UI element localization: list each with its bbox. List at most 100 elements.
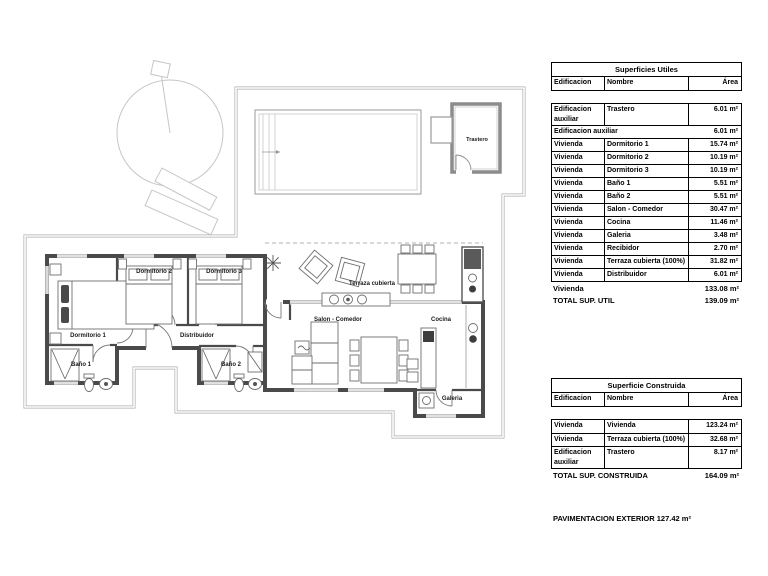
- tree-trunk-line: [160, 72, 171, 134]
- col-header-nombre: Nombre: [604, 393, 688, 407]
- room-label-distribuidor: Distribuidor: [180, 333, 215, 339]
- table-row: Vivienda Baño 1 5.51 m²: [552, 177, 741, 190]
- tree: [116, 59, 224, 236]
- bed-dormitorio3: [188, 258, 252, 325]
- chair: [424, 284, 435, 294]
- bano2-fixtures: [201, 348, 263, 392]
- table-row: Vivienda Terraza cubierta (100%) 32.68 m…: [552, 433, 741, 447]
- chair: [400, 244, 411, 254]
- dining-table: [360, 336, 398, 384]
- pillow: [128, 268, 148, 281]
- toilet-tank: [83, 373, 95, 379]
- total-util-row: TOTAL SUP. UTIL 139.09 m²: [553, 296, 739, 306]
- table-title: Superficie Construida: [552, 379, 741, 394]
- table-title: Superficies Utiles: [552, 63, 741, 78]
- superficie-construida-table: Superficie Construida Edificacion Nombre…: [551, 378, 742, 481]
- toilet: [234, 378, 244, 392]
- room-label-dormitorio3: Dormitorio 3: [206, 269, 242, 275]
- window: [44, 266, 50, 294]
- nightstand: [118, 258, 127, 270]
- table-row: Vivienda Dormitorio 3 10.19 m²: [552, 164, 741, 177]
- pillow: [61, 285, 69, 303]
- col-header-edificacion: Edificacion: [554, 395, 592, 403]
- table-row: Vivienda Dormitorio 1 15.74 m²: [552, 138, 741, 151]
- washer-drum: [422, 396, 431, 405]
- superficie-construida-data-box: Vivienda Vivienda 123.24 m² Vivienda Ter…: [551, 419, 742, 469]
- tree-box: [150, 59, 171, 79]
- rug: [294, 340, 310, 355]
- table-row: Vivienda Recibidor 2.70 m²: [552, 242, 741, 255]
- vivienda-subtotal-row: Vivienda 133.08 m²: [553, 284, 739, 293]
- trastero-annex: [430, 116, 453, 144]
- hob: [469, 335, 477, 343]
- room-label-salon: Salon - Comedor: [314, 317, 363, 323]
- fridge: [464, 249, 481, 269]
- col-header-edificacion: Edificacion: [554, 79, 592, 87]
- table-row: Edificacion auxiliar Trastero 6.01 m²: [552, 104, 741, 125]
- window: [54, 380, 78, 386]
- window: [124, 253, 154, 259]
- toilet: [84, 378, 94, 392]
- chair: [349, 339, 360, 352]
- col-header-area: Área: [688, 393, 741, 407]
- door-galeria: [435, 389, 453, 407]
- room-label-bano1: Baño 1: [71, 362, 92, 368]
- window: [294, 387, 338, 393]
- garden-bench: [144, 189, 219, 236]
- room-label-bano2: Baño 2: [221, 362, 242, 368]
- room-label-terraza: Terraza cubierta: [349, 281, 396, 287]
- galeria-furniture: [418, 392, 435, 409]
- col-header-area: Área: [688, 77, 741, 91]
- cooktop: [423, 331, 434, 342]
- wall-gaps: [114, 299, 283, 351]
- trastero-door-gap: [456, 168, 472, 175]
- trastero-building: Trastero: [430, 102, 502, 175]
- bbq-burner: [329, 294, 339, 305]
- plant-icon: [265, 255, 281, 271]
- nightstand: [172, 258, 182, 270]
- table-row: Vivienda Distribuidor 6.01 m²: [552, 268, 741, 281]
- total-construida-row: TOTAL SUP. CONSTRUIDA 164.09 m²: [553, 471, 739, 480]
- outdoor-hob: [469, 285, 476, 293]
- superficies-utiles-data-box: Edificacion auxiliar Trastero 6.01 m² Ed…: [551, 103, 742, 282]
- salon-furniture: [291, 321, 409, 385]
- pool: [254, 109, 422, 195]
- chair: [398, 339, 409, 352]
- kitchen-unit: [406, 371, 419, 383]
- bbq-burner: [357, 294, 367, 305]
- table-row: Vivienda Dormitorio 2 10.19 m²: [552, 151, 741, 164]
- furniture: [49, 242, 484, 409]
- window: [348, 387, 384, 393]
- table-row: Vivienda Galeria 3.48 m²: [552, 229, 741, 242]
- superficies-utiles-table: Superficies Utiles Edificacion Nombre Ár…: [551, 62, 742, 306]
- col-header-nombre: Nombre: [604, 77, 688, 91]
- shower: [201, 348, 231, 382]
- window: [196, 253, 226, 259]
- bbq-counter: [321, 292, 391, 307]
- door-bano1: [92, 344, 111, 363]
- terrace-table: [397, 253, 437, 285]
- window: [426, 413, 456, 419]
- chair: [349, 354, 360, 367]
- room-label-cocina: Cocina: [431, 317, 452, 323]
- shower: [50, 348, 80, 382]
- outdoor-sink: [468, 273, 477, 283]
- pillow: [220, 268, 240, 281]
- room-label-galeria: Galeria: [442, 396, 463, 402]
- room-label-dormitorio2: Dormitorio 2: [136, 269, 172, 275]
- pool-arrow-icon: [262, 150, 280, 154]
- table-row: Vivienda Baño 2 5.51 m²: [552, 190, 741, 203]
- chair: [424, 244, 435, 254]
- outdoor-kitchen: [461, 246, 484, 303]
- chair: [400, 284, 411, 294]
- room-label-trastero: Trastero: [466, 137, 488, 143]
- table-row: Vivienda Vivienda 123.24 m²: [552, 420, 741, 434]
- table-row: Edificacion auxiliar Trastero 8.17 m²: [552, 446, 741, 468]
- toilet-tank: [233, 373, 245, 379]
- nightstand: [188, 258, 197, 270]
- plot-boundary: [23, 86, 526, 439]
- trastero-door: [455, 154, 472, 171]
- door-terraza: [264, 301, 282, 319]
